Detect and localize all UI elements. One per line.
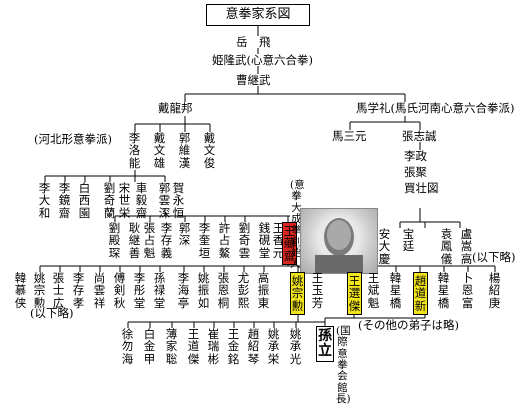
node-second-6: 李彤堂 xyxy=(133,271,146,310)
node-guo-weihan: 郭維漢 xyxy=(178,131,191,170)
node-third-0: 徐勿海 xyxy=(121,327,134,366)
node-xu-zhanao: 許占鰲 xyxy=(218,221,231,260)
node-yu-yongnian: 趙道新 xyxy=(413,272,428,316)
node-che-yizhai: 車毅齋 xyxy=(135,181,148,220)
portrait-icon xyxy=(315,218,363,273)
hebei-label: (河北形意拳派) xyxy=(34,132,112,146)
other-students-note: (その他の弟子は略) xyxy=(358,318,459,332)
node-second-0: 韓慕侠 xyxy=(14,271,27,310)
node-yuan-fengyi: 袁鳳儀 xyxy=(440,227,453,266)
node-gen1: 岳 飛 xyxy=(236,35,271,49)
node-li-luoneng: 李洛能 xyxy=(128,131,141,170)
node-second-11: 尤彭熙 xyxy=(237,271,250,310)
node-li-cunyi: 李存義 xyxy=(160,221,173,260)
node-zhang-zhicheng: 張志誠 xyxy=(402,129,437,143)
node-second-16: 韓星橋 xyxy=(437,271,450,310)
node-second-17: 卜恩富 xyxy=(461,271,474,310)
node-second-18: 楊紹庚 xyxy=(488,271,501,310)
node-li-jingzhai: 李鏡齋 xyxy=(58,181,71,220)
node-li-dahe: 李大和 xyxy=(38,181,51,220)
node-guo-shen: 郭深 xyxy=(178,221,191,248)
node-third-4: 崔瑞彬 xyxy=(207,327,220,366)
node-gen3: 曹継武 xyxy=(236,73,271,87)
node-qian-yantang: 銭硯堂 xyxy=(258,221,271,260)
node-second-2: 張士広 xyxy=(52,271,65,310)
node-second-8: 李海亭 xyxy=(177,271,190,310)
note-below-1: (以下略) xyxy=(472,250,516,264)
node-guo-yunshen: 郭雲深 xyxy=(158,181,171,220)
node-zhang-ju: 張聚 xyxy=(404,165,427,179)
node-ma-sanyuan: 馬三元 xyxy=(332,129,367,143)
node-second-13: 王玉芳 xyxy=(311,271,324,310)
node-second-10: 張恩桐 xyxy=(217,271,230,310)
node-dai-wenjun: 戴文俊 xyxy=(203,131,216,170)
node-wang-xiangzhai-founder: 王薌齋 xyxy=(282,222,297,266)
node-lu-songgao: 盧嵩高 xyxy=(460,227,473,266)
node-second-1: 姚宗勲 xyxy=(33,271,46,310)
founder-note: (意拳大成拳創始人) xyxy=(290,179,305,271)
node-third-5: 王金銘 xyxy=(227,327,240,366)
node-dai-longbang: 戴龍邦 xyxy=(158,101,193,115)
node-liu-dianchen: 劉殿琛 xyxy=(108,221,121,260)
note-below-2: (以下略) xyxy=(30,306,74,320)
node-second-4: 尚雲祥 xyxy=(93,271,106,310)
chart-title: 意拳家系図 xyxy=(206,4,310,26)
node-third-7: 姚承栄 xyxy=(267,327,280,366)
association-note: (国際意拳会館長) xyxy=(336,325,351,405)
node-li-kuiyuan: 李奎垣 xyxy=(198,221,211,260)
node-second-7: 孫禄堂 xyxy=(153,271,166,310)
node-yao-zonghun: 姚宗勲 xyxy=(290,272,305,316)
node-an-daqing: 安大慶 xyxy=(378,227,391,266)
node-second-9: 姚振如 xyxy=(197,271,210,310)
node-he-yongheng: 賀永恒 xyxy=(172,181,185,220)
node-second-14: 王斌魁 xyxy=(367,271,380,310)
node-wang-xuanjie: 王選傑 xyxy=(347,272,362,316)
node-third-3: 王道傑 xyxy=(187,327,200,366)
node-third-8: 姚承光 xyxy=(289,327,302,366)
node-han-xingqiao: 韓星橋 xyxy=(389,271,402,310)
node-geng-jishan: 耿継善 xyxy=(128,221,141,260)
node-dai-wenxiong: 戴文雄 xyxy=(153,131,166,170)
node-gen2: 姫隆武(心意六合拳) xyxy=(212,53,313,67)
node-third-2: 薄家聡 xyxy=(165,327,178,366)
node-third-1: 白金甲 xyxy=(143,327,156,366)
node-li-zheng: 李政 xyxy=(404,149,427,163)
node-bai-xiyuan: 白西園 xyxy=(78,181,91,220)
node-sun-li: 孫立 xyxy=(316,326,334,363)
node-liu-qiyun: 劉奇雲 xyxy=(238,221,251,260)
node-third-6: 趙紹琴 xyxy=(247,327,260,366)
node-liu-qilan: 劉奇蘭 xyxy=(103,181,116,220)
node-zhang-zhankui: 張占魁 xyxy=(143,221,156,260)
node-mai-zhuangtu: 買壮図 xyxy=(404,181,439,195)
node-second-3: 李存孝 xyxy=(72,271,85,310)
node-ma-xueli: 馬学礼(馬氏河南心意六合拳派) xyxy=(356,101,515,115)
node-an-baoting: 宝廷 xyxy=(402,227,415,254)
founder-photo xyxy=(300,208,378,274)
node-song-shirong: 宋世栄 xyxy=(118,181,131,220)
node-second-5: 傅剣秋 xyxy=(113,271,126,310)
node-wang-xiangyuan: 王香元 xyxy=(272,221,285,260)
node-second-12: 高振東 xyxy=(257,271,270,310)
